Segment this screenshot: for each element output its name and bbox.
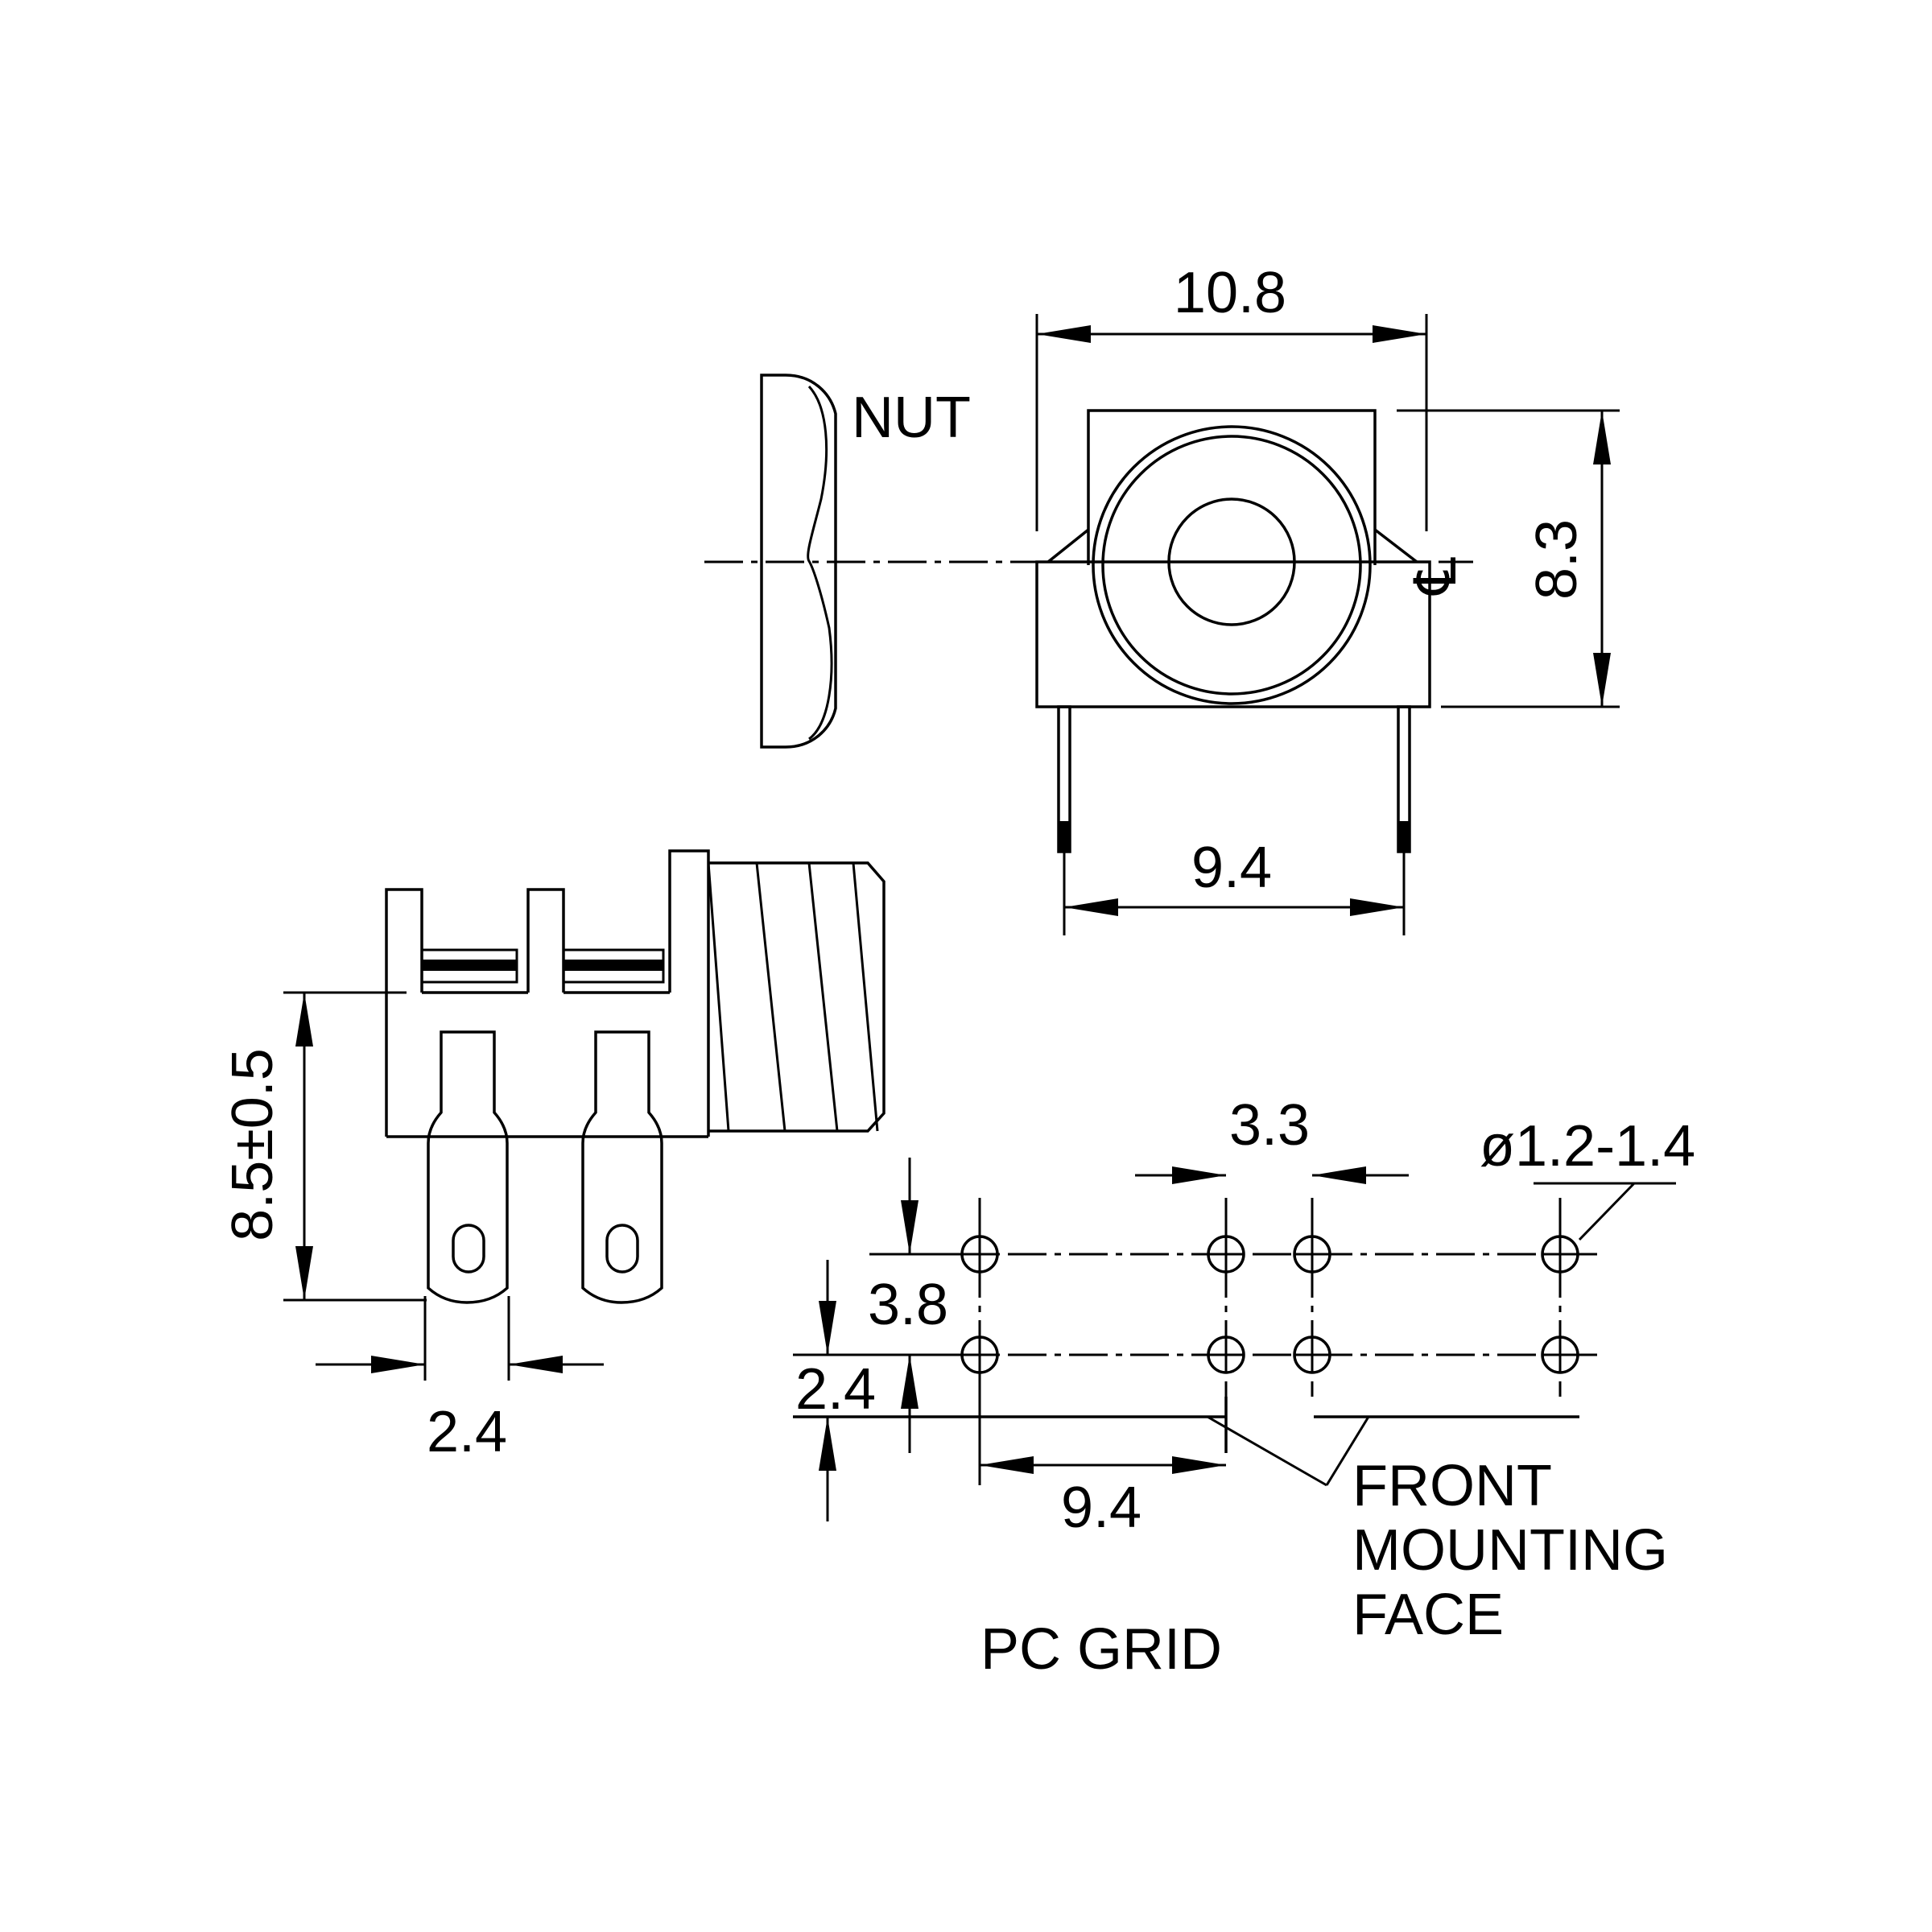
- dimension-10-8: [1035, 314, 1428, 531]
- pc-grid-title: PC GRID: [980, 1617, 1222, 1682]
- front-mounting-face-line3: FACE: [1352, 1583, 1504, 1647]
- pc-grid-hole: [960, 1235, 999, 1274]
- nut-drawing: [760, 374, 837, 749]
- dimension-grid-row-spacing: [793, 1158, 962, 1356]
- centerline-symbol: ℄: [1404, 557, 1468, 596]
- grid-row-spacing-label: 3.8: [868, 1273, 948, 1337]
- dimension-8-3: [1397, 409, 1620, 708]
- pc-grid-hole: [1293, 1235, 1331, 1274]
- pc-grid: [793, 1198, 1598, 1453]
- front-mounting-face-line1: FRONT: [1352, 1454, 1552, 1518]
- dimension-grid-col-spacing: [978, 1373, 1226, 1485]
- pc-grid-hole: [1541, 1335, 1579, 1374]
- hole-diameter-label: ø1.2-1.4: [1480, 1114, 1695, 1179]
- width-top-label: 10.8: [1174, 261, 1286, 325]
- dimension-grid-small-spacing: [1135, 1166, 1409, 1184]
- front-mounting-face-leader: [1207, 1415, 1370, 1487]
- side-view: [385, 849, 886, 1304]
- hole-diameter-leader: [1534, 1182, 1676, 1241]
- pc-grid-hole: [1207, 1335, 1245, 1374]
- pc-grid-hole: [1541, 1235, 1579, 1274]
- front-mounting-face-line2: MOUNTING: [1352, 1518, 1668, 1583]
- nut-label: NUT: [852, 386, 971, 450]
- dimension-side-height: [283, 991, 427, 1302]
- grid-col-spacing-label: 9.4: [1061, 1476, 1141, 1540]
- dimension-pin-spacing: [1063, 852, 1406, 935]
- terminal-pitch-label: 2.4: [427, 1400, 507, 1464]
- grid-small-spacing-label: 3.3: [1229, 1093, 1310, 1158]
- pc-grid-hole: [1293, 1335, 1331, 1374]
- pc-grid-hole: [960, 1335, 999, 1374]
- height-right-label: 8.3: [1525, 519, 1589, 600]
- grid-offset-label: 2.4: [795, 1357, 876, 1422]
- dimension-terminal-pitch: [316, 1296, 604, 1381]
- side-height-label: 8.5±0.5: [221, 1048, 285, 1241]
- pc-grid-hole: [1207, 1235, 1245, 1274]
- dimension-grid-offset: [819, 1355, 919, 1521]
- front-view: [1035, 409, 1431, 853]
- pin-spacing-front-label: 9.4: [1191, 836, 1272, 900]
